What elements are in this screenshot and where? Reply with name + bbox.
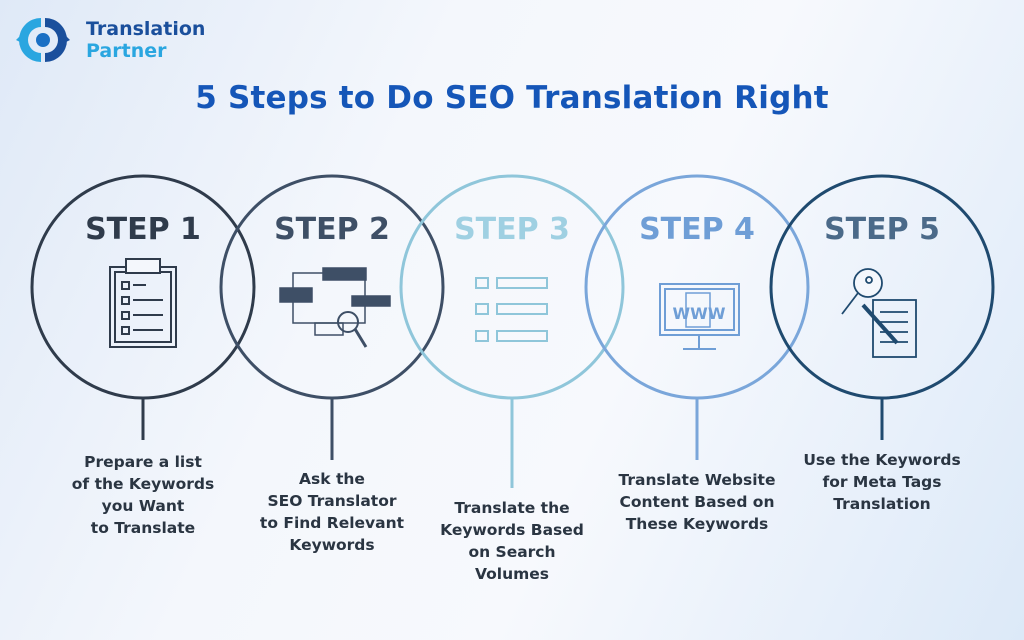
description-line: Translate Website: [618, 471, 776, 489]
step-4-label: STEP 4: [639, 212, 755, 247]
step-4-description: Translate Website Content Based on These…: [597, 469, 797, 535]
step-5-description: Use the Keywords for Meta Tags Translati…: [782, 449, 982, 515]
description-line: Keywords: [289, 536, 375, 554]
description-line: for Meta Tags: [822, 473, 942, 491]
description-line: of the Keywords: [71, 475, 215, 493]
step-2-description: Ask the SEO Translator to Find Relevant …: [232, 468, 432, 556]
description-line: to Translate: [90, 519, 196, 537]
description-line: Prepare a list: [84, 453, 202, 471]
description-line: to Find Relevant: [259, 514, 405, 532]
description-line: Keywords Based: [440, 521, 584, 539]
description-line: Translation: [833, 495, 931, 513]
step-2-label: STEP 2: [274, 212, 390, 247]
description-line: These Keywords: [625, 515, 769, 533]
description-line: Content Based on: [619, 493, 775, 511]
www-monitor-icon: WWW: [659, 283, 740, 350]
key-document-icon: [841, 268, 917, 358]
step-3-description: Translate the Keywords Based on Search V…: [412, 497, 612, 585]
logo-text-line1: Translation: [86, 18, 206, 40]
logo-mark-icon: [16, 18, 70, 62]
step-4-circle: [584, 174, 810, 400]
step-1-label: STEP 1: [85, 212, 201, 247]
clipboard-checklist-icon: [109, 258, 177, 348]
step-3-label: STEP 3: [454, 212, 570, 247]
step-1-description: Prepare a list of the Keywords you Want …: [43, 451, 243, 539]
description-line: SEO Translator: [267, 492, 397, 510]
logo-text-line2: Partner: [86, 40, 167, 62]
description-line: Use the Keywords: [803, 451, 961, 469]
translate-list-icon: [475, 277, 548, 342]
description-line: Ask the: [299, 470, 365, 488]
description-line: you Want: [101, 497, 185, 515]
description-line: Volumes: [474, 565, 550, 583]
svg-text:WWW: WWW: [673, 304, 726, 323]
page-title: 5 Steps to Do SEO Translation Right: [195, 80, 829, 116]
description-line: on Search: [468, 543, 556, 561]
monitor-search-icon: [279, 267, 391, 348]
description-line: Translate the: [454, 499, 570, 517]
logo: Translation Partner: [14, 14, 205, 66]
step-5-label: STEP 5: [824, 212, 940, 247]
